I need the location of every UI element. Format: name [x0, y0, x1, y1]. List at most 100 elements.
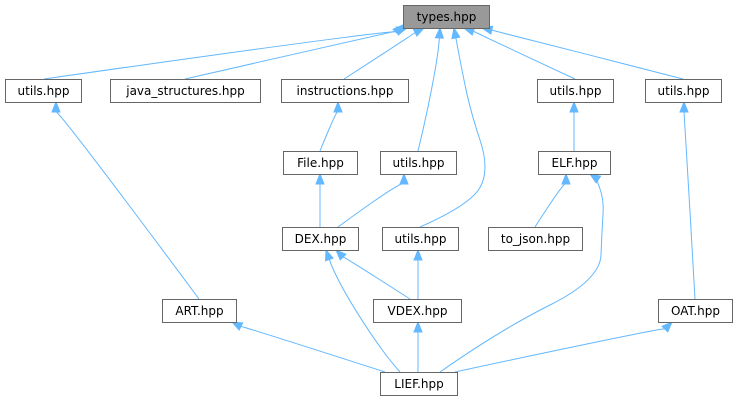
arrowhead-icon — [333, 100, 343, 113]
node-label: instructions.hpp — [297, 84, 394, 98]
edge-line — [343, 31, 416, 80]
edges-layer — [43, 24, 696, 373]
node-file[interactable]: File.hpp — [283, 151, 358, 175]
node-utils_oat[interactable]: utils.hpp — [645, 79, 722, 103]
node-box[interactable] — [538, 151, 611, 175]
arrowhead-icon — [399, 172, 409, 185]
node-box[interactable] — [537, 79, 614, 103]
edge-line — [328, 259, 401, 373]
node-label: utils.hpp — [395, 232, 447, 246]
edge-lief-to-vdex — [413, 320, 423, 372]
node-box[interactable] — [5, 79, 82, 103]
node-box[interactable] — [373, 299, 462, 323]
edge-line — [319, 111, 339, 152]
edge-lief-to-dex — [324, 248, 401, 373]
arrowhead-icon — [335, 249, 347, 261]
node-label: utils.hpp — [658, 84, 710, 98]
node-label: to_json.hpp — [501, 232, 570, 246]
node-box[interactable] — [658, 299, 733, 323]
arrowhead-icon — [661, 321, 673, 333]
node-box[interactable] — [281, 79, 409, 103]
node-label: OAT.hpp — [671, 304, 720, 318]
node-vdex[interactable]: VDEX.hpp — [373, 299, 462, 323]
edge-vdex-to-dex — [335, 249, 411, 300]
node-box[interactable] — [282, 227, 359, 251]
node-utils_elf[interactable]: utils.hpp — [537, 79, 614, 103]
node-tojson[interactable]: to_json.hpp — [488, 227, 583, 251]
node-label: ART.hpp — [175, 304, 223, 318]
arrowhead-icon — [324, 248, 334, 262]
node-box[interactable] — [382, 227, 459, 251]
node-label: utils.hpp — [18, 84, 70, 98]
edge-vdex-to-utils_vdex — [413, 248, 423, 299]
node-lief[interactable]: LIEF.hpp — [380, 372, 458, 396]
edge-art-to-utils1 — [51, 100, 200, 300]
arrowhead-icon — [679, 100, 689, 113]
edge-line — [184, 30, 398, 80]
node-label: LIEF.hpp — [394, 377, 443, 391]
arrowhead-icon — [588, 173, 602, 184]
edge-lief-to-oat — [454, 321, 673, 373]
node-javas[interactable]: java_structures.hpp — [110, 79, 261, 103]
edge-javas-to-types — [184, 26, 409, 80]
edge-file-to-instr — [319, 100, 343, 152]
edge-line — [43, 31, 397, 80]
arrowhead-icon — [412, 27, 426, 37]
edge-lief-to-art — [230, 321, 386, 373]
node-label: utils.hpp — [393, 156, 445, 170]
node-art[interactable]: ART.hpp — [162, 299, 237, 323]
edge-lief-to-elf — [439, 173, 604, 373]
node-box[interactable] — [380, 372, 458, 396]
edge-utils_elf-to-types — [462, 26, 576, 80]
edge-line — [419, 37, 486, 228]
node-utils_dex[interactable]: utils.hpp — [380, 151, 457, 175]
arrowhead-icon — [315, 172, 325, 185]
arrowhead-icon — [51, 100, 61, 113]
arrowhead-icon — [413, 248, 423, 261]
node-label: utils.hpp — [550, 84, 602, 98]
edge-line — [439, 178, 604, 373]
edge-tojson-to-elf — [534, 172, 571, 228]
arrowhead-icon — [569, 100, 579, 113]
node-types[interactable]: types.hpp — [403, 5, 490, 29]
node-box[interactable] — [110, 79, 261, 103]
node-utils1[interactable]: utils.hpp — [5, 79, 82, 103]
node-box[interactable] — [283, 151, 358, 175]
edge-line — [240, 325, 386, 373]
node-label: File.hpp — [297, 156, 344, 170]
nodes-layer: types.hpp utils.hpp java_structures.hpp ins… — [5, 5, 733, 396]
node-oat[interactable]: OAT.hpp — [658, 299, 733, 323]
edge-line — [337, 183, 405, 228]
node-elf[interactable]: ELF.hpp — [538, 151, 611, 175]
edge-dex-to-utils_dex — [337, 172, 409, 228]
node-instr[interactable]: instructions.hpp — [281, 79, 409, 103]
edge-line — [534, 183, 567, 228]
arrowhead-icon — [561, 172, 571, 185]
edge-utils1-to-types — [43, 24, 404, 80]
edge-line — [342, 256, 411, 300]
arrowhead-icon — [434, 26, 445, 39]
arrowhead-icon — [413, 320, 423, 333]
edge-utils_oat-to-types — [480, 25, 684, 80]
node-label: ELF.hpp — [552, 156, 598, 170]
node-utils_vdex[interactable]: utils.hpp — [382, 227, 459, 251]
node-label: VDEX.hpp — [388, 304, 448, 318]
edge-oat-to-utils_oat — [679, 100, 696, 300]
edge-utils_vdex-to-types — [419, 26, 486, 228]
arrowhead-icon — [451, 26, 461, 40]
edge-line — [55, 111, 200, 300]
node-label: DEX.hpp — [295, 232, 347, 246]
node-dex[interactable]: DEX.hpp — [282, 227, 359, 251]
arrowhead-icon — [230, 321, 244, 331]
node-box[interactable] — [380, 151, 457, 175]
node-box[interactable] — [403, 5, 490, 29]
edge-elf-to-utils_elf — [569, 100, 579, 151]
edge-dex-to-file — [315, 172, 325, 228]
node-box[interactable] — [162, 299, 237, 323]
edge-line — [491, 29, 684, 80]
node-box[interactable] — [645, 79, 722, 103]
node-box[interactable] — [488, 227, 583, 251]
edge-utils_dex-to-types — [417, 26, 445, 152]
edge-line — [454, 328, 666, 373]
